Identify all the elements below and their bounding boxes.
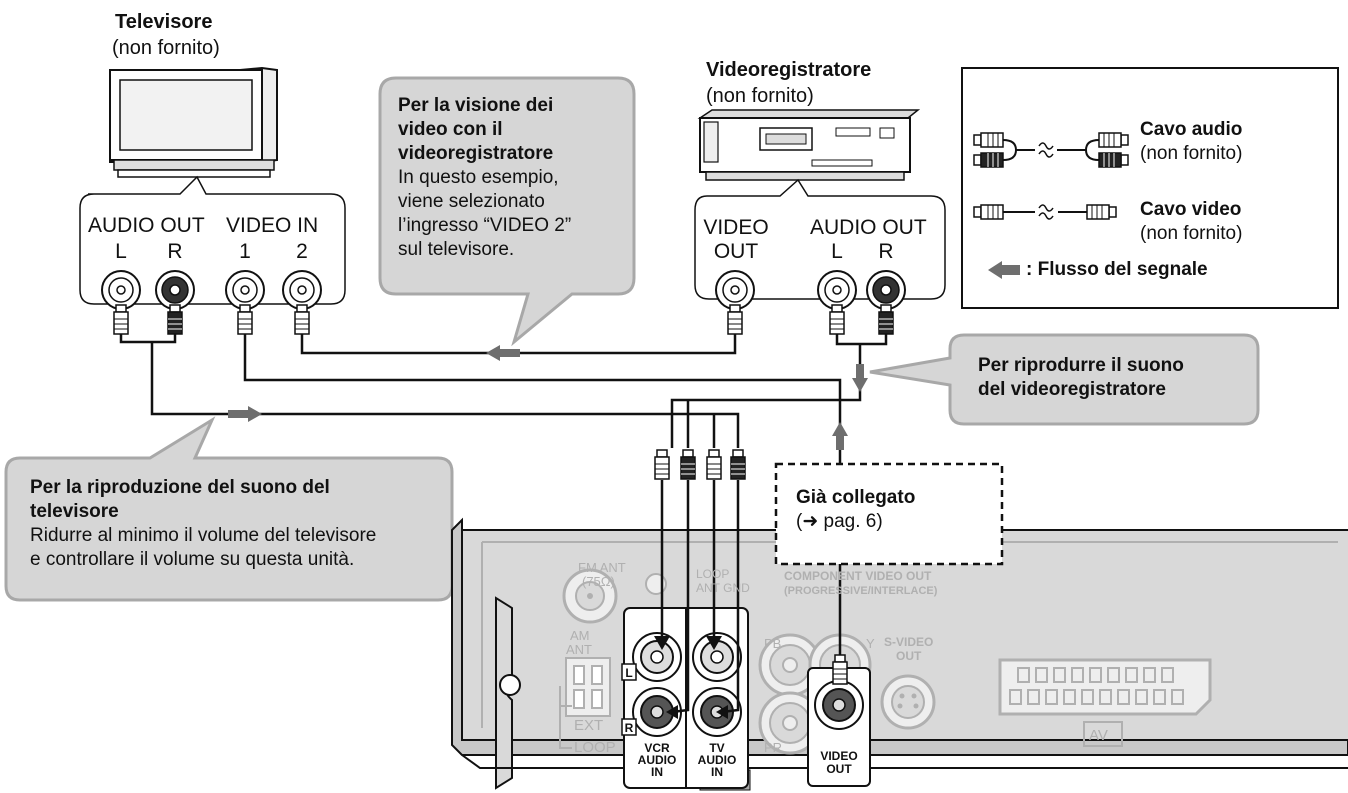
pr-label: PR	[764, 740, 782, 755]
unit-insertion-arrowheads	[654, 636, 728, 719]
s-video-out-label: OUT	[896, 649, 922, 663]
vcr-audio-out-label: AUDIO OUT	[810, 216, 927, 239]
tv-title: Televisore	[115, 11, 213, 33]
tv-l-label: L	[115, 240, 127, 263]
legend-signal-flow-label: : Flusso del segnale	[1026, 259, 1208, 280]
y-label: Y	[866, 636, 875, 651]
tv-video-in-2-jack	[282, 270, 322, 310]
tv-in-1-label: 1	[239, 240, 251, 263]
already-connected-box	[774, 462, 1004, 566]
vcr-audio-out-r-jack	[866, 270, 906, 310]
callout-vcr-view-body-4: sul televisore.	[398, 239, 515, 260]
vcr-illustration	[697, 109, 921, 181]
pb-label: PB	[764, 636, 781, 651]
callout-tv-sound-body-1: Ridurre al minimo il volume del televiso…	[30, 525, 377, 546]
tv-audio-in-label-1: TV	[709, 741, 724, 755]
tv-video-in-label: VIDEO IN	[226, 214, 319, 237]
callout-vcr-view-body-2: viene selezionato	[398, 191, 545, 212]
tv-audio-in-label-3: IN	[711, 765, 723, 779]
legend-audio-cable-note: (non fornito)	[1140, 143, 1243, 164]
fm-ant-label: FM ANT	[578, 560, 626, 575]
vcr-audio-in-label-3: IN	[651, 765, 663, 779]
legend-video-cable-note: (non fornito)	[1140, 223, 1243, 244]
callout-tv-sound-body-2: e controllare il volume su questa unità.	[30, 549, 355, 570]
callout-tv-sound	[4, 416, 454, 602]
vcr-audio-in-label-2: AUDIO	[638, 753, 677, 767]
callout-vcr-sound-line-1: Per riprodurre il suono	[978, 355, 1184, 376]
already-connected-text: Già collegato (➜ pag. 6)	[796, 486, 996, 534]
unit-rear-panel	[451, 517, 1348, 791]
vcr-video-out-jack	[715, 270, 755, 310]
loop-label: LOOP	[574, 739, 616, 756]
callout-vcr-view-text: Per la visione dei video con il videoreg…	[398, 94, 624, 262]
tv-audio-in-label-2: AUDIO	[698, 753, 737, 767]
tv-video-in-1-jack	[225, 270, 265, 310]
tv-audio-out-l-jack	[101, 270, 141, 310]
fm-ant-ohm-label: (75Ω)	[582, 574, 615, 589]
component-video-out-label: COMPONENT VIDEO OUT	[784, 569, 932, 583]
legend-video-cable-text: Cavo video (non fornito)	[1140, 198, 1242, 246]
vcr-video-out-label-2: OUT	[713, 240, 759, 263]
unit-video-out-label-1: VIDEO	[820, 749, 857, 763]
jack-r-badge: R	[625, 721, 634, 735]
unit-tv-audio-in-l-jack	[692, 632, 742, 682]
callout-vcr-sound	[869, 333, 1260, 426]
callout-vcr-view-title-2: video con il	[398, 119, 503, 140]
tv-audio-out-label: AUDIO OUT	[88, 214, 205, 237]
vcr-l-label: L	[831, 240, 843, 263]
jack-l-badge: L	[625, 666, 632, 680]
callout-vcr-view-body-1: In questo esempio,	[398, 167, 559, 188]
legend-audio-cable-icon	[973, 132, 1129, 168]
av-label: AV	[1089, 727, 1108, 744]
loop-top-label: LOOP	[696, 567, 729, 581]
callout-vcr-sound-text: Per riprodurre il suono del videoregistr…	[978, 354, 1248, 402]
vcr-audio-out-l-jack	[817, 270, 857, 310]
s-video-label: S-VIDEO	[884, 635, 933, 649]
tv-in-2-label: 2	[296, 240, 308, 263]
tv-illustration	[109, 66, 278, 178]
legend-audio-cable-text: Cavo audio (non fornito)	[1140, 118, 1242, 166]
callout-tv-sound-text: Per la riproduzione del suono del televi…	[30, 476, 446, 572]
legend-box	[961, 67, 1339, 309]
unit-vcr-audio-in-l-jack	[632, 632, 682, 682]
vcr-video-out-label-1: VIDEO	[703, 216, 769, 239]
callout-vcr-sound-line-2: del videoregistratore	[978, 379, 1166, 400]
vcr-note: (non fornito)	[706, 85, 814, 107]
legend-audio-cable-label: Cavo audio	[1140, 119, 1243, 140]
callout-tv-sound-title-2: televisore	[30, 501, 119, 522]
ext-label: EXT	[574, 717, 603, 734]
vcr-r-label: R	[878, 240, 894, 263]
callout-vcr-view-body-3: l’ingresso “VIDEO 2”	[398, 215, 572, 236]
already-connected-ref: (➜ pag. 6)	[796, 511, 883, 532]
signal-flow-arrows	[228, 345, 868, 450]
vcr-title: Videoregistratore	[706, 59, 872, 81]
am-ant-label: AM	[570, 628, 590, 643]
tv-r-label: R	[167, 240, 183, 263]
legend-video-cable-icon	[973, 204, 1117, 220]
already-connected-title: Già collegato	[796, 487, 916, 508]
callout-vcr-view	[378, 76, 636, 347]
legend-arrow-icon	[988, 261, 1020, 279]
vcr-terminal-panel	[694, 178, 946, 300]
component-mode-label: (PROGRESSIVE/INTERLACE)	[784, 585, 938, 597]
callout-vcr-view-title-1: Per la visione dei	[398, 95, 554, 116]
tv-note: (non fornito)	[112, 37, 220, 59]
am-ant-sub-label: ANT	[566, 642, 592, 657]
unit-video-out-jack	[814, 680, 864, 730]
tv-terminal-panel	[79, 175, 346, 305]
legend-video-cable-label: Cavo video	[1140, 199, 1242, 220]
tv-audio-out-r-jack	[155, 270, 195, 310]
ant-gnd-label: ANT GND	[696, 581, 750, 595]
unit-video-out-label-2: OUT	[826, 762, 852, 776]
vcr-audio-in-label-1: VCR	[644, 741, 670, 755]
callout-tv-sound-title-1: Per la riproduzione del suono del	[30, 477, 330, 498]
callout-vcr-view-title-3: videoregistratore	[398, 143, 554, 164]
